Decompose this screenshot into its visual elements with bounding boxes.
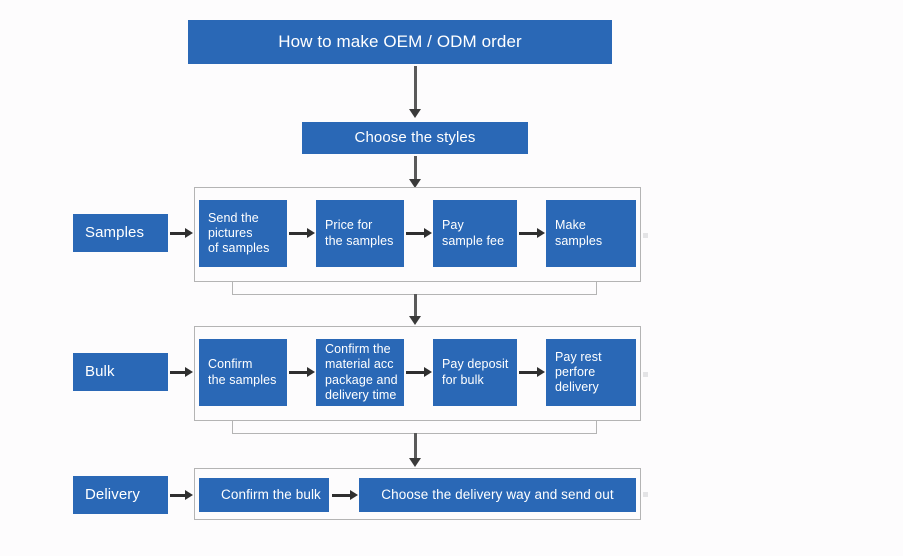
- arrow-right-icon-samples-3-4: [519, 228, 545, 239]
- arrow-down-icon-bulk-to-delivery: [409, 433, 422, 467]
- stage-banner-choose-styles: Choose the styles: [302, 122, 528, 154]
- arrow-right-icon-delivery-1-2: [332, 490, 358, 501]
- artifact-speck-delivery: [643, 492, 648, 497]
- arrow-right-icon-bulk-1-2: [289, 367, 315, 378]
- artifact-speck-bulk: [643, 372, 648, 377]
- arrow-down-icon-stage-to-samples: [409, 156, 422, 188]
- arrow-right-icon-samples-1-2: [289, 228, 315, 239]
- arrow-down-icon-title-to-stage: [409, 66, 422, 118]
- group-frame-samples: [194, 187, 641, 282]
- return-bracket-samples: [232, 281, 597, 295]
- return-bracket-bulk: [232, 420, 597, 434]
- arrow-right-icon-samples-2-3: [406, 228, 432, 239]
- step-box-delivery-1: Confirm the bulk: [199, 478, 329, 512]
- artifact-speck-samples: [643, 233, 648, 238]
- arrow-right-icon-delivery-lane: [170, 490, 193, 501]
- lane-label-samples: Samples: [73, 214, 168, 252]
- step-box-delivery-2: Choose the delivery way and send out: [359, 478, 636, 512]
- group-frame-delivery: [194, 468, 641, 520]
- lane-label-bulk: Bulk: [73, 353, 168, 391]
- lane-label-delivery: Delivery: [73, 476, 168, 514]
- arrow-down-icon-samples-to-bulk: [409, 294, 422, 325]
- arrow-right-icon-samples-lane: [170, 228, 193, 239]
- arrow-right-icon-bulk-lane: [170, 367, 193, 378]
- group-frame-bulk: [194, 326, 641, 421]
- arrow-right-icon-bulk-2-3: [406, 367, 432, 378]
- arrow-right-icon-bulk-3-4: [519, 367, 545, 378]
- diagram-title-banner: How to make OEM / ODM order: [188, 20, 612, 64]
